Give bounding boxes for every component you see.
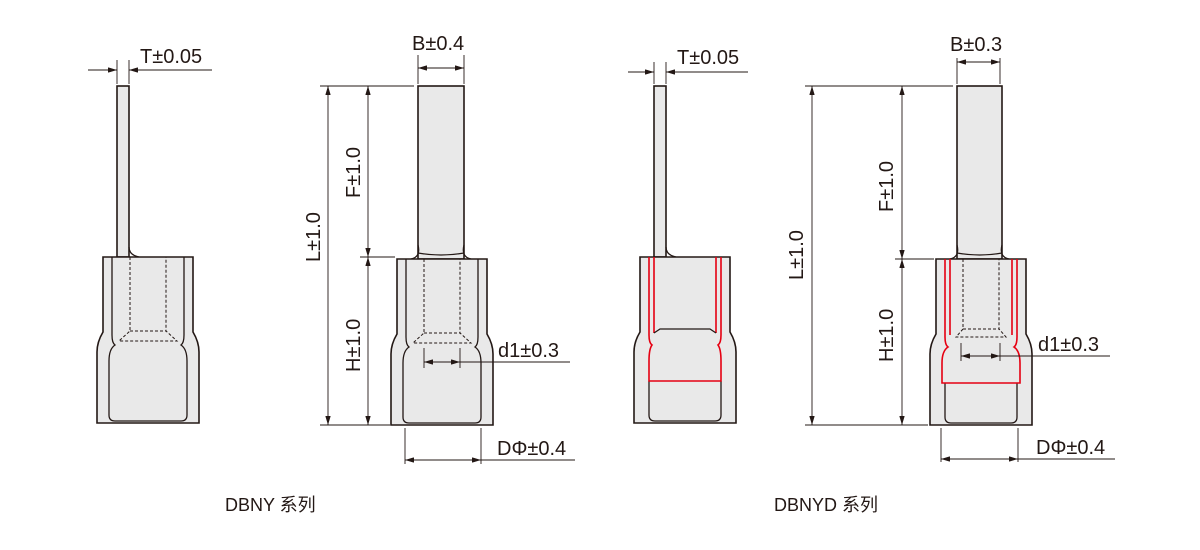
dbny-inner-diameter-label: d1±0.3 — [498, 340, 559, 362]
dbny-thickness-dimension: T±0.05 — [88, 46, 212, 84]
dbny-pin-length-label: F±1.0 — [343, 147, 365, 198]
dbny-outer-diameter-label: DΦ±0.4 — [497, 438, 566, 460]
dbny-width-label: B±0.4 — [412, 33, 464, 55]
dbnyd-dimensions: B±0.3 L±1.0 F±1.0 H±1.0 d1±0.3 DΦ±0.4 — [786, 34, 1115, 462]
dbnyd-sleeve-length-label: H±1.0 — [876, 309, 898, 362]
dbny-caption: DBNY 系列 — [225, 495, 316, 515]
dbnyd-width-label: B±0.3 — [950, 34, 1002, 56]
dbny-side-view — [96, 85, 200, 424]
dbnyd-inner-diameter-label: d1±0.3 — [1038, 334, 1099, 356]
dbnyd-side-view — [633, 85, 737, 424]
dbnyd-caption: DBNYD 系列 — [774, 495, 878, 515]
dbnyd-pin-length-label: F±1.0 — [876, 161, 898, 212]
dbnyd-outer-diameter-label: DΦ±0.4 — [1036, 437, 1105, 459]
dbny-dimensions: B±0.4 L±1.0 F±1.0 H±1.0 d1±0.3 DΦ±0.4 — [303, 33, 575, 464]
dbnyd-thickness-dimension: T±0.05 — [628, 47, 748, 84]
dbnyd-thickness-label: T±0.05 — [677, 47, 739, 69]
dbny-front-view — [390, 85, 494, 426]
dbny-sleeve-length-label: H±1.0 — [343, 319, 365, 372]
dbny-thickness-label: T±0.05 — [140, 46, 202, 68]
dbny-length-label: L±1.0 — [303, 212, 325, 262]
dbnyd-front-view — [929, 85, 1033, 426]
dbnyd-length-label: L±1.0 — [786, 230, 808, 280]
